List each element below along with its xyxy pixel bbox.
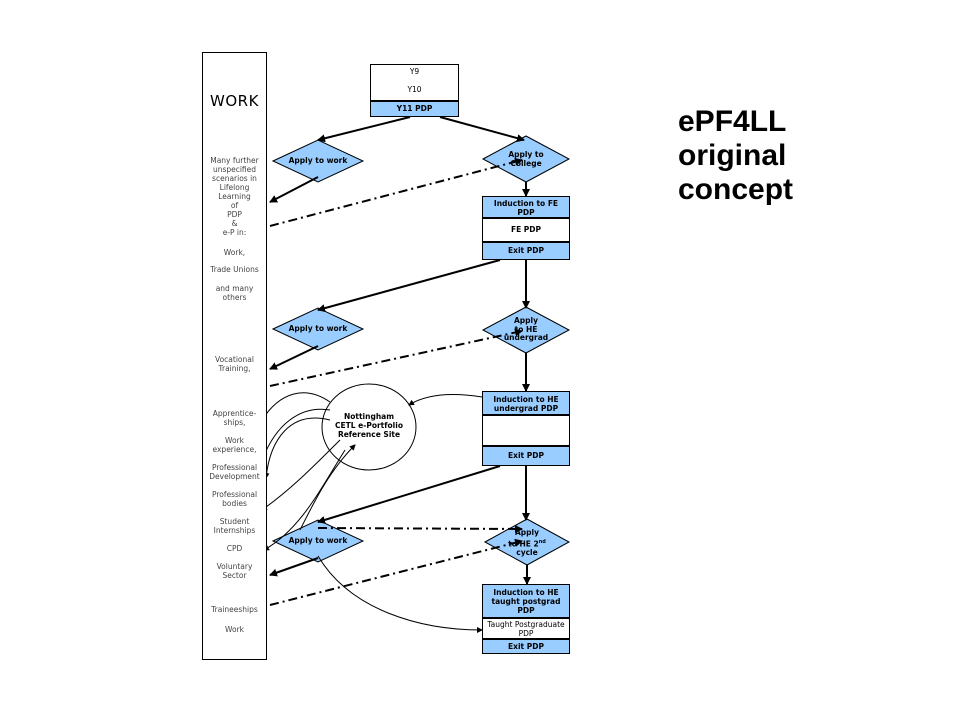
curve-nott-to-work-exp — [262, 408, 331, 459]
diamond-apply-work-3 — [271, 519, 365, 563]
y9-label: Y9 — [409, 67, 420, 76]
diamond-apply-he-2nd — [483, 518, 571, 566]
work-item-prof-bodies: Professional bodies — [211, 490, 258, 508]
he-pdp-blank-box — [482, 415, 570, 446]
fe-pdp-box: FE PDP — [482, 218, 570, 242]
pg-pdp-box: Taught Postgraduate PDP — [482, 618, 570, 639]
apply-work-2-label: Apply to work — [288, 324, 348, 333]
apply-he-undergrad-label: Apply to HE undergrad — [503, 316, 549, 342]
arrow-work3-to-workcol — [269, 557, 319, 577]
dashdot-workcol-to-he — [269, 328, 523, 387]
work-item-cpd: CPD — [226, 544, 243, 553]
school-years-box — [370, 64, 459, 101]
work-item-prof-development: Professional Development — [209, 463, 260, 481]
work-item-vocational: Vocational Training, — [215, 355, 254, 373]
fe-induction-box: Induction to FE PDP — [482, 196, 570, 218]
curve-work3-to-nott — [299, 444, 356, 531]
diamond-apply-work-1 — [271, 139, 365, 183]
curve-nott-to-prof-bodies — [261, 439, 341, 511]
dashdot-work3-to-2nd — [317, 524, 523, 533]
dashdot-workcol-to-2nd — [269, 538, 523, 606]
page-title: ePF4LL original concept — [678, 105, 793, 207]
arrow-he-to-work3 — [317, 465, 501, 524]
y11-pdp-box: Y11 PDP — [370, 101, 459, 117]
work-item-work-experience: Work experience, — [212, 436, 257, 454]
curve-nott-to-prof-dev — [263, 417, 331, 479]
curve-nott-to-apprentice — [261, 392, 331, 421]
work-item-work-2: Work — [225, 625, 244, 634]
apply-he-2nd-sup: nd — [538, 538, 546, 545]
apply-he-2nd-tail: cycle — [516, 547, 538, 557]
work-item-work: Work, — [223, 248, 246, 257]
apply-work-1-label: Apply to work — [288, 156, 348, 165]
nottingham-label: Nottingham CETL e-Portfolio Reference Si… — [335, 412, 403, 439]
work-title: WORK — [210, 92, 259, 110]
diamond-apply-work-2 — [271, 307, 365, 351]
work-item-voluntary: Voluntary Sector — [216, 562, 253, 580]
dashdot-workcol-to-college — [269, 157, 523, 227]
work-item-scenarios: Many further unspecified scenarios in Li… — [210, 156, 259, 237]
he-exit-box: Exit PDP — [482, 446, 570, 466]
curve-he-to-nottingham — [408, 394, 483, 406]
pg-induction-box: Induction to HE taught postgrad PDP — [482, 584, 570, 618]
arrow-y11-to-work — [317, 116, 411, 143]
apply-college-label: Apply to College — [508, 150, 544, 168]
arrow-work2-to-workcol — [269, 345, 319, 370]
title-line-2: original — [678, 139, 787, 172]
title-line-1: ePF4LL — [678, 105, 787, 138]
diamond-apply-he-undergrad — [481, 306, 571, 354]
arrow-work1-to-workcol — [269, 176, 319, 203]
nottingham-circle — [321, 383, 417, 471]
work-item-traineeships: Traineeships — [211, 605, 258, 614]
work-item-trade-unions: Trade Unions — [210, 265, 259, 274]
work-item-many-others: and many others — [215, 284, 254, 302]
arrow-fe-to-work2 — [317, 259, 501, 313]
work-column — [202, 52, 267, 660]
curve-work3-to-pg — [317, 555, 483, 633]
curve-nott-to-cpd — [263, 449, 346, 551]
fe-exit-box: Exit PDP — [482, 242, 570, 260]
work-item-apprenticeships: Apprentice- ships, — [212, 409, 257, 427]
work-item-internships: Student Internships — [213, 517, 256, 535]
apply-he-2nd-main: Apply to HE 2 — [508, 528, 539, 548]
y10-label: Y10 — [407, 85, 422, 94]
title-line-3: concept — [678, 173, 794, 206]
diamond-apply-college — [481, 135, 571, 183]
pg-exit-box: Exit PDP — [482, 639, 570, 654]
apply-work-3-label: Apply to work — [288, 536, 348, 545]
he-induction-box: Induction to HE undergrad PDP — [482, 391, 570, 415]
arrow-y11-to-college — [439, 116, 525, 143]
